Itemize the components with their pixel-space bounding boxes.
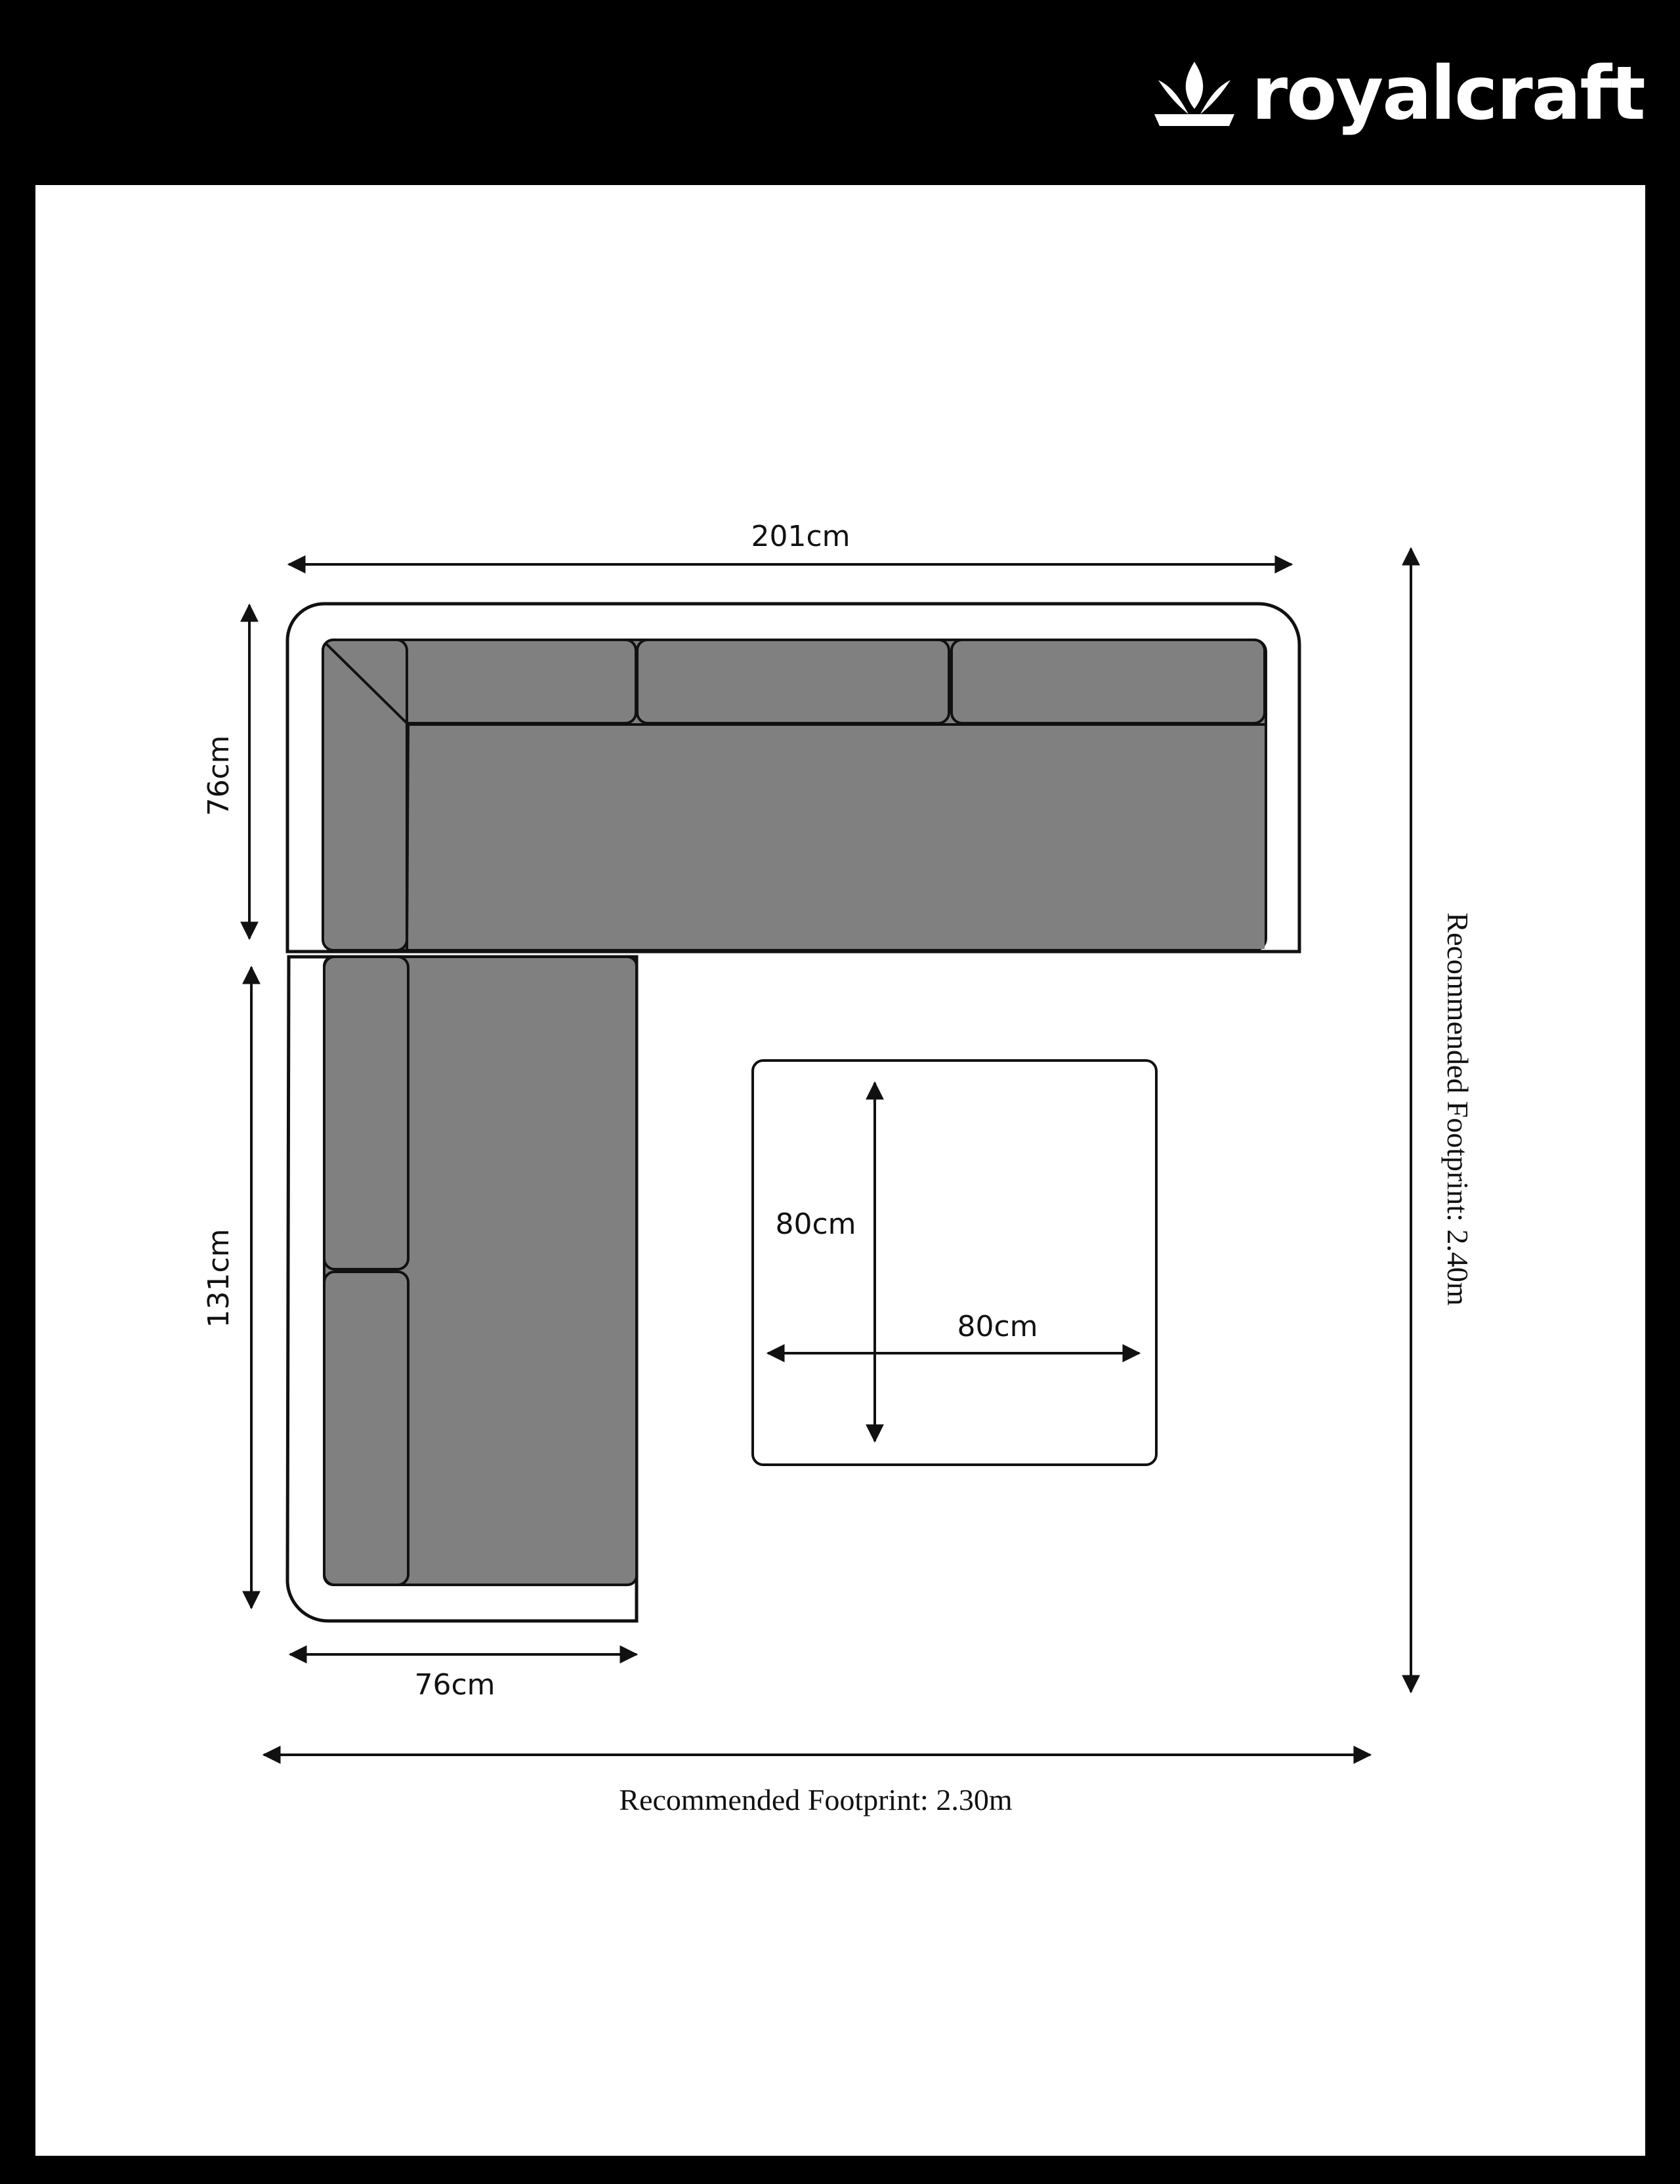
brand-logo: royalcraft bbox=[1152, 51, 1646, 136]
back-cushion bbox=[323, 1270, 410, 1586]
sofa-depth-label: 76cm bbox=[202, 735, 236, 816]
sofa-chaise-section bbox=[285, 955, 639, 1623]
footprint-width-label: Recommended Footprint: 2.30m bbox=[619, 1783, 1012, 1816]
footprint-depth-label: Recommended Footprint: 2.40m bbox=[1441, 912, 1475, 1305]
crown-icon bbox=[1154, 62, 1234, 126]
sofa-width-label: 201cm bbox=[751, 520, 850, 553]
table-depth-label: 80cm bbox=[775, 1208, 856, 1241]
chaise-length-label: 131cm bbox=[202, 1228, 236, 1328]
brand-name: royalcraft bbox=[1251, 51, 1646, 136]
back-cushion bbox=[323, 956, 410, 1270]
chaise-width-label: 76cm bbox=[414, 1668, 495, 1702]
coffee-table bbox=[751, 1059, 1158, 1466]
back-cushion bbox=[636, 639, 950, 724]
table-width-label: 80cm bbox=[957, 1310, 1038, 1343]
header-bar: royalcraft bbox=[0, 0, 1680, 184]
corner-cushion bbox=[322, 639, 408, 952]
back-cushion bbox=[950, 639, 1266, 724]
sofa-main-section bbox=[285, 602, 1301, 954]
